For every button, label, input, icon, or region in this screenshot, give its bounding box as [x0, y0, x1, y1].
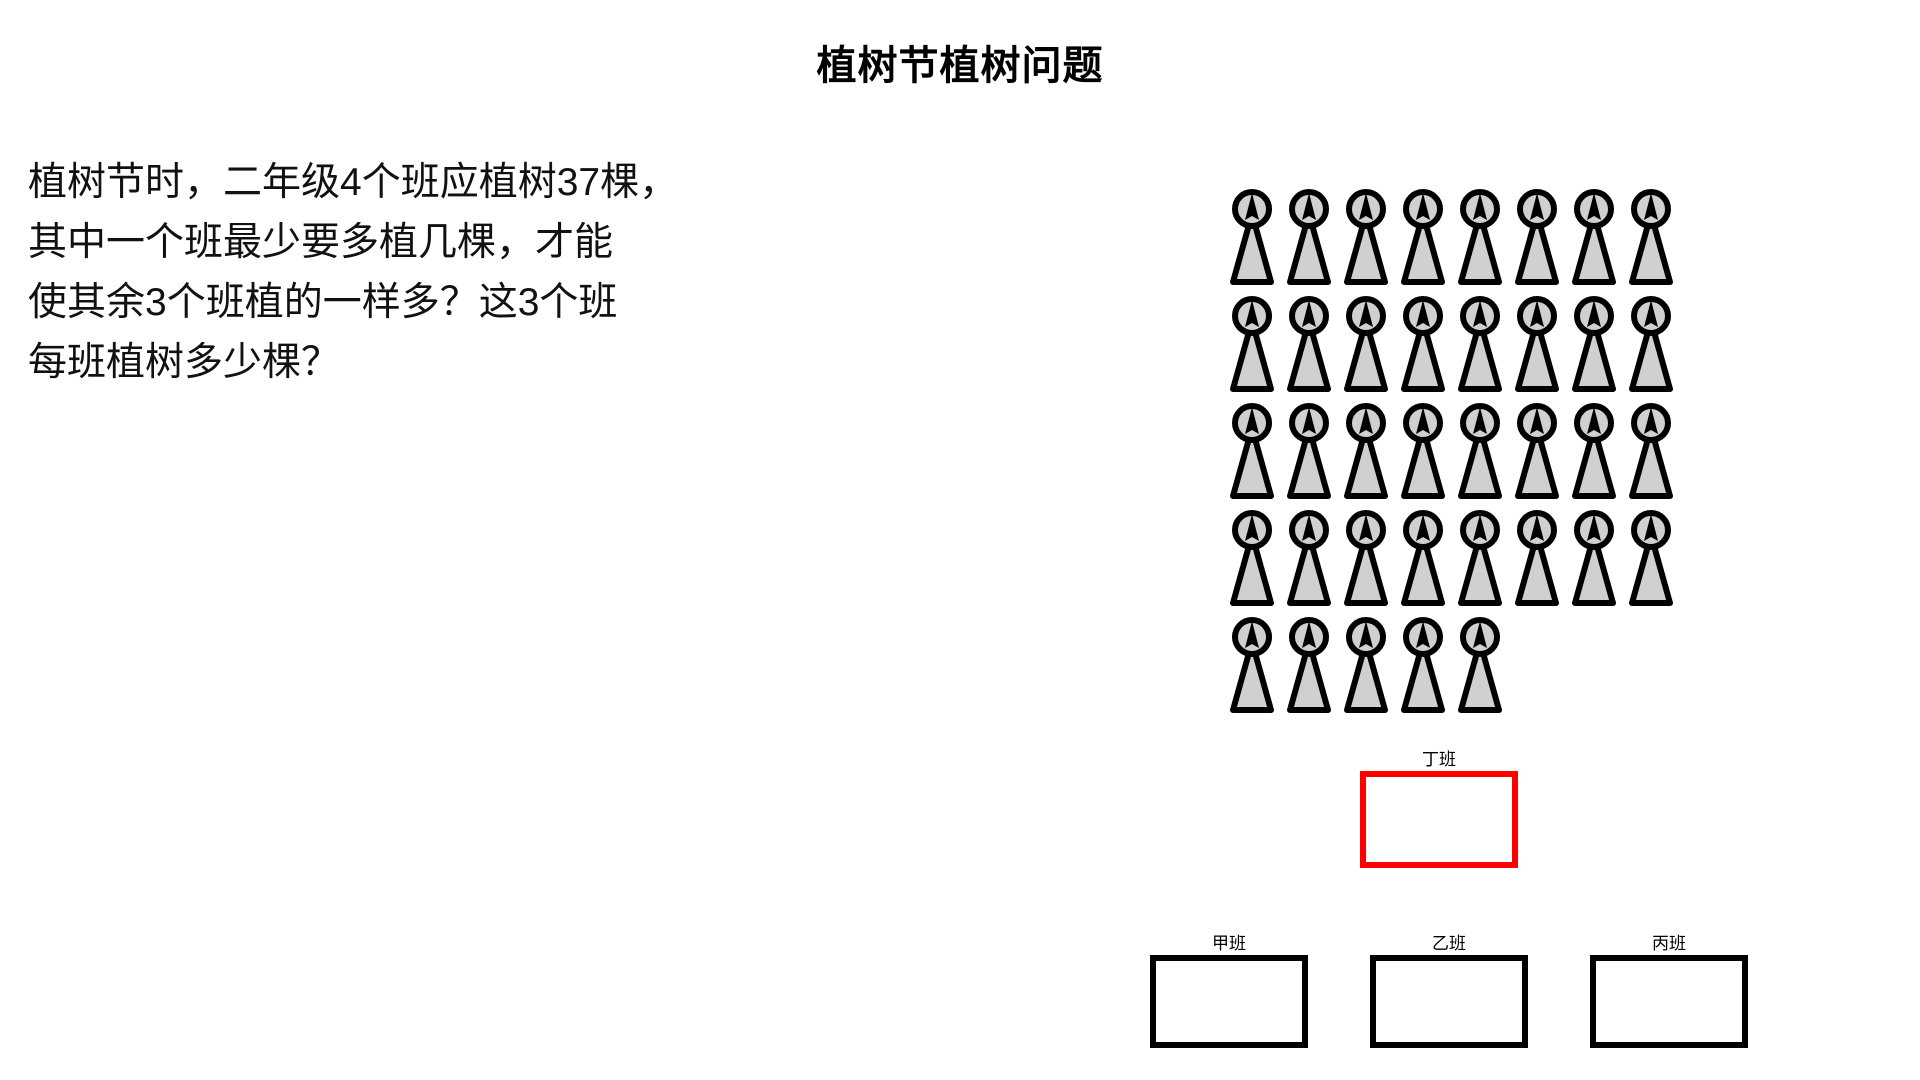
tree-icon	[1401, 616, 1458, 716]
tree-icon	[1572, 295, 1629, 395]
tree-icon	[1287, 616, 1344, 716]
class-answer-box-丁班[interactable]	[1360, 771, 1518, 868]
tree-icon	[1287, 295, 1344, 395]
tree-icon	[1572, 402, 1629, 502]
tree-icon	[1515, 509, 1572, 609]
tree-icon	[1458, 616, 1515, 716]
tree-icon	[1230, 616, 1287, 716]
tree-icon	[1629, 295, 1686, 395]
tree-row	[1230, 616, 1700, 723]
tree-icon	[1515, 402, 1572, 502]
class-answer-box-乙班[interactable]	[1370, 955, 1528, 1048]
tree-icon	[1344, 509, 1401, 609]
class-answer-box-甲班[interactable]	[1150, 955, 1308, 1048]
class-box-group-丁班: 丁班	[1360, 750, 1518, 868]
tree-row	[1230, 188, 1700, 295]
tree-icon	[1344, 616, 1401, 716]
tree-icon	[1230, 188, 1287, 288]
tree-icon	[1629, 402, 1686, 502]
tree-row	[1230, 295, 1700, 402]
class-box-group-丙班: 丙班	[1590, 934, 1748, 1048]
tree-icon	[1287, 402, 1344, 502]
class-box-label: 丁班	[1422, 750, 1456, 769]
tree-icon	[1629, 509, 1686, 609]
tree-icon	[1401, 295, 1458, 395]
tree-icon	[1515, 295, 1572, 395]
page-title: 植树节植树问题	[816, 44, 1104, 88]
tree-icon	[1401, 188, 1458, 288]
tree-icon	[1344, 402, 1401, 502]
problem-line-4: 每班植树多少棵？	[28, 341, 341, 384]
tree-icon	[1458, 509, 1515, 609]
problem-line-2: 其中一个班最少要多植几棵，才能	[28, 221, 614, 264]
tree-icon	[1230, 402, 1287, 502]
tree-row	[1230, 402, 1700, 509]
class-box-group-乙班: 乙班	[1370, 934, 1528, 1048]
tree-grid	[1230, 188, 1700, 723]
tree-icon	[1401, 402, 1458, 502]
tree-icon	[1230, 509, 1287, 609]
class-box-label: 丙班	[1652, 934, 1686, 953]
tree-icon	[1458, 188, 1515, 288]
tree-icon	[1572, 509, 1629, 609]
class-answer-box-丙班[interactable]	[1590, 955, 1748, 1048]
tree-icon	[1287, 188, 1344, 288]
problem-line-3: 使其余3个班植的一样多？这3个班	[28, 281, 618, 324]
tree-icon	[1287, 509, 1344, 609]
tree-icon	[1344, 188, 1401, 288]
problem-line-1: 植树节时，二年级4个班应植树37棵，	[28, 161, 679, 204]
tree-icon	[1572, 188, 1629, 288]
tree-row	[1230, 509, 1700, 616]
tree-icon	[1458, 402, 1515, 502]
class-box-label: 乙班	[1432, 934, 1466, 953]
tree-icon	[1629, 188, 1686, 288]
class-box-group-甲班: 甲班	[1150, 934, 1308, 1048]
class-box-label: 甲班	[1212, 934, 1246, 953]
tree-icon	[1401, 509, 1458, 609]
tree-icon	[1515, 188, 1572, 288]
tree-icon	[1230, 295, 1287, 395]
problem-statement: 植树节时，二年级4个班应植树37棵， 其中一个班最少要多植几棵，才能 使其余3个…	[28, 153, 848, 393]
tree-icon	[1458, 295, 1515, 395]
tree-icon	[1344, 295, 1401, 395]
